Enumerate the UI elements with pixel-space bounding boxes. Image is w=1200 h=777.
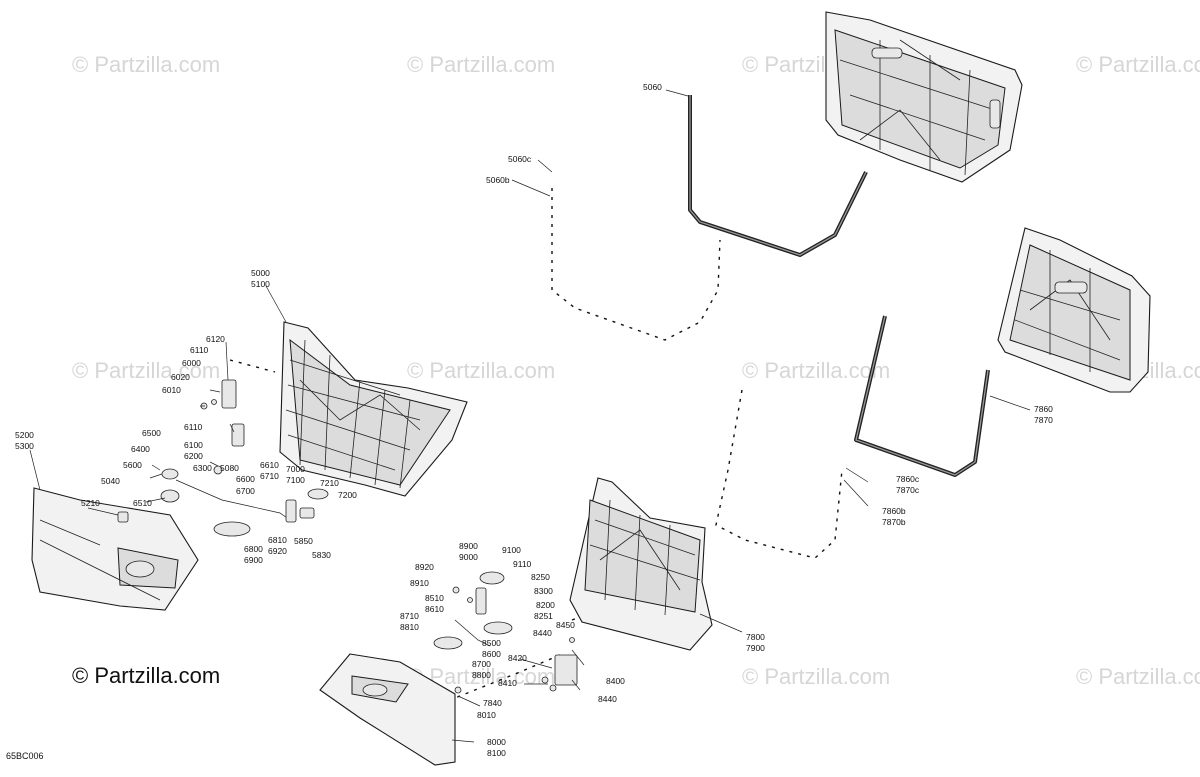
callout-5080: 5080 xyxy=(220,463,239,473)
door-frame-right xyxy=(997,227,1151,393)
callout-5100: 5100 xyxy=(251,279,270,289)
callout-labels: 5060 5060c 5060b 5000 5100 6120 6110 600… xyxy=(15,82,1053,758)
callout-6020: 6020 xyxy=(171,372,190,382)
callout-6900: 6900 xyxy=(244,555,263,565)
callout-6920: 6920 xyxy=(268,546,287,556)
callout-5060b: 5060b xyxy=(486,175,510,185)
callout-8010: 8010 xyxy=(477,710,496,720)
leader-lines xyxy=(29,89,1031,743)
callout-7870c: 7870c xyxy=(896,485,920,495)
callout-5060c: 5060c xyxy=(508,154,532,164)
door-panel-lower xyxy=(319,653,456,766)
callout-6610: 6610 xyxy=(260,460,279,470)
callout-6110: 6110 xyxy=(184,422,203,432)
callout-6200: 6200 xyxy=(184,451,203,461)
callout-5000: 5000 xyxy=(251,268,270,278)
callout-8250: 8250 xyxy=(531,572,550,582)
callout-6500: 6500 xyxy=(142,428,161,438)
callout-8500: 8500 xyxy=(482,638,501,648)
callout-5850: 5850 xyxy=(294,536,313,546)
callout-8420: 8420 xyxy=(508,653,527,663)
callout-7200: 7200 xyxy=(338,490,357,500)
callout-8200: 8200 xyxy=(536,600,555,610)
callout-6100: 6100 xyxy=(184,440,203,450)
callout-7860: 7860 xyxy=(1034,404,1053,414)
callout-8920: 8920 xyxy=(415,562,434,572)
callout-6700: 6700 xyxy=(236,486,255,496)
callout-5210: 5210 xyxy=(81,498,100,508)
callout-6120: 6120 xyxy=(206,334,225,344)
callout-6000: 6000 xyxy=(182,358,201,368)
callout-8600: 8600 xyxy=(482,649,501,659)
callout-8000: 8000 xyxy=(487,737,506,747)
callout-7840: 7840 xyxy=(483,698,502,708)
watermark: © Partzilla.com xyxy=(72,358,220,383)
callout-6800: 6800 xyxy=(244,544,263,554)
callout-8800: 8800 xyxy=(472,670,491,680)
callout-8700: 8700 xyxy=(472,659,491,669)
dashed-guide xyxy=(551,188,721,341)
dashed-guide xyxy=(715,389,843,559)
callout-7870: 7870 xyxy=(1034,415,1053,425)
upper-door-frame-top xyxy=(825,11,1023,183)
callout-8900: 8900 xyxy=(459,541,478,551)
callout-8810: 8810 xyxy=(400,622,419,632)
callout-6600: 6600 xyxy=(236,474,255,484)
seal-5060 xyxy=(688,95,868,257)
callout-7100: 7100 xyxy=(286,475,305,485)
door-panel-left-upper xyxy=(279,321,468,497)
callout-9000: 9000 xyxy=(459,552,478,562)
callout-8910: 8910 xyxy=(410,578,429,588)
callout-8300: 8300 xyxy=(534,586,553,596)
callout-8251: 8251 xyxy=(534,611,553,621)
callout-8510: 8510 xyxy=(425,593,444,603)
callout-7870b: 7870b xyxy=(882,517,906,527)
callout-7000: 7000 xyxy=(286,464,305,474)
door-panel-left-lower xyxy=(31,487,199,611)
callout-6010: 6010 xyxy=(162,385,181,395)
callout-6710: 6710 xyxy=(260,471,279,481)
callout-7860c: 7860c xyxy=(896,474,920,484)
hardware-left xyxy=(117,379,329,537)
watermark: © Partzilla.com xyxy=(742,358,890,383)
callout-7860b: 7860b xyxy=(882,506,906,516)
callout-8450: 8450 xyxy=(556,620,575,630)
callout-6110: 6110 xyxy=(190,345,209,355)
callout-7900: 7900 xyxy=(746,643,765,653)
callout-5040: 5040 xyxy=(101,476,120,486)
copyright-text: © Partzilla.com xyxy=(72,663,221,688)
callout-9100: 9100 xyxy=(502,545,521,555)
hardware-lower xyxy=(433,571,578,694)
callout-5830: 5830 xyxy=(312,550,331,560)
callout-6300: 6300 xyxy=(193,463,212,473)
callout-8400: 8400 xyxy=(606,676,625,686)
seal-7860 xyxy=(854,315,990,477)
callout-5300: 5300 xyxy=(15,441,34,451)
callout-8440: 8440 xyxy=(598,694,617,704)
callout-6510: 6510 xyxy=(133,498,152,508)
callout-9110: 9110 xyxy=(513,559,532,569)
door-frame-lower xyxy=(569,477,713,651)
callout-8410: 8410 xyxy=(498,678,517,688)
dashed-guide xyxy=(229,359,276,373)
callout-8710: 8710 xyxy=(400,611,419,621)
callout-6810: 6810 xyxy=(268,535,287,545)
callout-5200: 5200 xyxy=(15,430,34,440)
watermark: © Partzilla.com xyxy=(407,358,555,383)
callout-6400: 6400 xyxy=(131,444,150,454)
callout-8100: 8100 xyxy=(487,748,506,758)
callout-7210: 7210 xyxy=(320,478,339,488)
callout-5600: 5600 xyxy=(123,460,142,470)
watermark: © Partzilla.com xyxy=(742,664,890,689)
callout-8440: 8440 xyxy=(533,628,552,638)
callout-7800: 7800 xyxy=(746,632,765,642)
watermark: © Partzilla.com xyxy=(72,52,220,77)
callout-8610: 8610 xyxy=(425,604,444,614)
watermark: © Partzilla.com xyxy=(407,52,555,77)
watermark: © Partzilla.com xyxy=(1076,664,1200,689)
diagram-code: 65BC006 xyxy=(6,751,44,761)
watermark: © Partzilla.com xyxy=(1076,52,1200,77)
callout-5060: 5060 xyxy=(643,82,662,92)
